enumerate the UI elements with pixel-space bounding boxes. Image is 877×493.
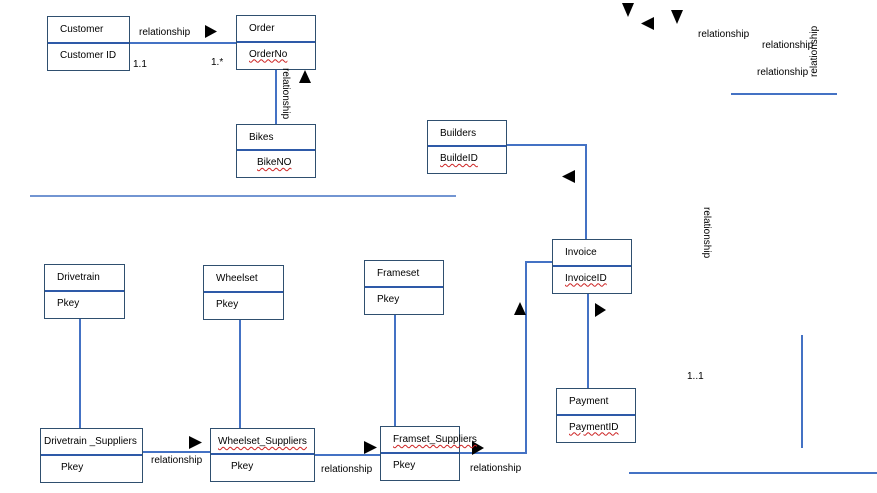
entity-customer[interactable]: Customer Customer ID: [47, 16, 130, 71]
entity-key: BuildeID: [440, 153, 478, 164]
entity-key-wrap: PaymentID: [557, 416, 635, 433]
entity-title-wrap: Framset_Suppliers: [381, 427, 477, 454]
relationship-label: relationship: [701, 207, 712, 259]
multiplicity-label: 1..1: [687, 371, 704, 382]
entity-frameset[interactable]: Frameset Pkey: [364, 260, 444, 315]
arrow-down-icon: [671, 10, 683, 24]
entity-wheelset-suppliers[interactable]: Wheelset_Suppliers Pkey: [210, 428, 315, 482]
entity-title: Drivetrain _Suppliers: [41, 429, 142, 456]
entity-drivetrain-suppliers[interactable]: Drivetrain _Suppliers Pkey: [40, 428, 143, 483]
entity-bikes[interactable]: Bikes BikeNO: [236, 124, 316, 178]
arrow-right-icon: [189, 436, 202, 449]
arrow-left-icon: [641, 17, 654, 30]
entity-title: Framset_Suppliers: [393, 434, 477, 445]
entity-title-wrap: Wheelset_Suppliers: [211, 429, 314, 455]
entity-title: Drivetrain: [45, 265, 124, 292]
entity-key: OrderNo: [249, 48, 288, 60]
entity-order[interactable]: Order OrderNo: [236, 15, 316, 70]
entity-wheelset[interactable]: Wheelset Pkey: [203, 265, 284, 320]
entity-title: Wheelset_Suppliers: [218, 436, 307, 447]
entity-title: Frameset: [365, 261, 443, 288]
entity-key: Pkey: [377, 293, 400, 305]
arrow-right-icon: [595, 303, 606, 317]
entity-title: Payment: [557, 389, 635, 416]
entity-key: Pkey: [216, 298, 239, 310]
arrow-right-icon: [205, 25, 217, 38]
multiplicity-label: 1.*: [211, 57, 224, 68]
entity-key: Pkey: [231, 461, 254, 472]
entity-invoice[interactable]: Invoice InvoiceID: [552, 239, 632, 294]
entity-key: Pkey: [393, 459, 416, 471]
entity-key-wrap: BikeNO: [237, 151, 315, 168]
entity-key: BikeNO: [257, 157, 292, 168]
arrow-right-icon: [472, 441, 484, 455]
entity-title: Builders: [428, 121, 506, 147]
entity-key: Pkey: [57, 297, 80, 309]
entity-builders[interactable]: Builders BuildeID: [427, 120, 507, 174]
arrow-right-icon: [364, 441, 377, 454]
arrow-up-icon: [299, 70, 311, 83]
entity-title: Bikes: [237, 125, 315, 151]
relationship-label: relationship: [280, 68, 291, 120]
relationship-label: relationship: [139, 27, 191, 38]
relationship-label: relationship: [151, 455, 203, 466]
entity-frameset-suppliers[interactable]: Framset_Suppliers Pkey: [380, 426, 477, 481]
entity-title: Order: [237, 16, 315, 43]
entity-payment[interactable]: Payment PaymentID: [556, 388, 636, 443]
entity-title: Wheelset: [204, 266, 283, 293]
arrow-left-icon: [562, 170, 575, 183]
relationship-label: relationship: [762, 40, 814, 51]
relationship-label: relationship: [757, 67, 809, 78]
arrow-down-icon: [622, 3, 634, 17]
relationship-label: relationship: [698, 29, 750, 40]
builders-invoice-line: [507, 144, 587, 239]
relationship-label: relationship: [809, 25, 820, 77]
relationship-label: relationship: [321, 464, 373, 475]
entity-title: Invoice: [553, 240, 631, 267]
entity-key: Pkey: [61, 461, 84, 473]
frameset-invoice-line: [460, 261, 552, 454]
entity-key: PaymentID: [569, 421, 619, 433]
relationship-label: relationship: [470, 463, 522, 474]
entity-key: Customer ID: [60, 49, 117, 61]
entity-key-wrap: BuildeID: [428, 147, 506, 164]
entity-key-wrap: OrderNo: [237, 43, 315, 60]
arrow-up-icon: [514, 302, 526, 315]
multiplicity-label: 1.1: [133, 59, 147, 70]
entity-key: InvoiceID: [565, 272, 607, 284]
entity-drivetrain[interactable]: Drivetrain Pkey: [44, 264, 125, 319]
entity-key-wrap: InvoiceID: [553, 267, 631, 284]
entity-title: Customer: [48, 17, 129, 44]
